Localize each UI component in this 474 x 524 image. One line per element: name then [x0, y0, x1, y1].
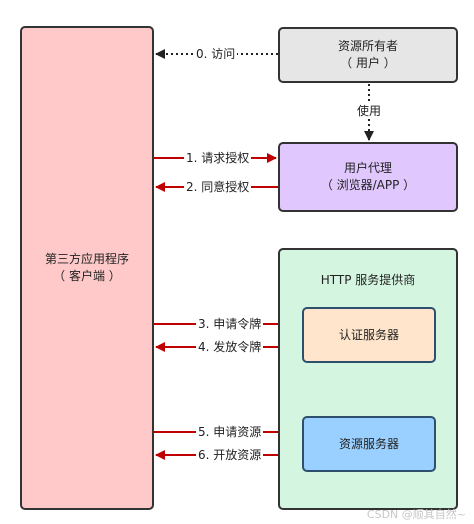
resource-owner-node: 资源所有者 （ 用户 ）: [278, 27, 458, 83]
agent-title: 用户代理: [343, 161, 392, 175]
resource-server-label: 资源服务器: [338, 436, 399, 451]
watermark: CSDN @顺其自然~: [366, 508, 466, 521]
edge-use-label: 使用: [355, 104, 384, 118]
resource-server-node: 资源服务器: [302, 416, 436, 472]
agent-subtitle: （ 浏览器/APP ）: [320, 178, 416, 192]
edge-6-label: 6. 开放资源: [196, 448, 264, 462]
owner-subtitle: （ 用户 ）: [340, 56, 396, 70]
auth-server-node: 认证服务器: [302, 307, 436, 363]
owner-title: 资源所有者: [337, 39, 398, 53]
edge-0-label: 0. 访问: [194, 47, 238, 61]
edge-2-label: 2. 同意授权: [184, 180, 252, 194]
client-subtitle: （ 客户端 ）: [53, 269, 121, 283]
user-agent-node: 用户代理 （ 浏览器/APP ）: [278, 142, 458, 212]
edge-3-label: 3. 申请令牌: [196, 317, 264, 331]
provider-title: HTTP 服务提供商: [320, 273, 416, 287]
edge-4-label: 4. 发放令牌: [196, 340, 264, 354]
client-node: 第三方应用程序 （ 客户端 ）: [20, 26, 154, 510]
edge-5-label: 5. 申请资源: [196, 425, 264, 439]
client-title: 第三方应用程序: [44, 252, 129, 266]
auth-server-label: 认证服务器: [338, 327, 399, 342]
edge-1-label: 1. 请求授权: [184, 151, 252, 165]
